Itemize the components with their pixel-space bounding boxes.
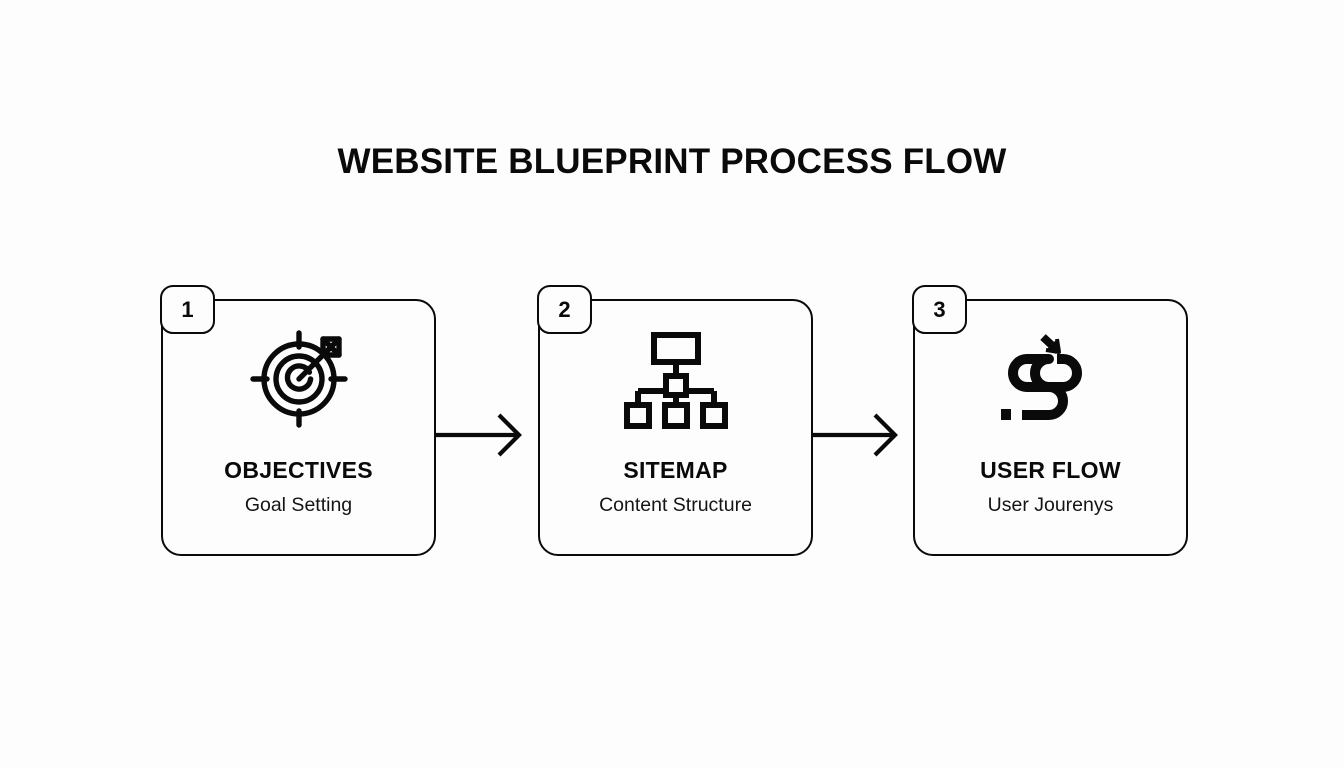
- step-number-badge: 3: [912, 285, 967, 334]
- card-title: SITEMAP: [623, 457, 728, 483]
- card-outline: [161, 299, 436, 556]
- process-step-card-3[interactable]: USER FLOW User Jourenys 3: [912, 285, 1188, 556]
- arrow-right-icon: [435, 413, 535, 457]
- step-number-badge: 1: [160, 285, 215, 334]
- card-subtitle: User Jourenys: [987, 494, 1114, 516]
- sitemap-hierarchy-icon: [623, 327, 728, 431]
- card-title: USER FLOW: [980, 457, 1121, 483]
- process-step-card-2[interactable]: SITEMAP Content Structure 2: [537, 285, 813, 556]
- target-arrow-icon: [247, 327, 351, 431]
- card-subtitle: Goal Setting: [244, 494, 353, 516]
- step-number-badge: 2: [537, 285, 592, 334]
- process-step-card-1[interactable]: OBJECTIVES Goal Setting 1: [160, 285, 436, 556]
- winding-path-arrow-icon: [997, 327, 1105, 431]
- card-content: OBJECTIVES Goal Setting: [161, 299, 436, 556]
- card-title: OBJECTIVES: [224, 457, 373, 483]
- card-outline: [538, 299, 813, 556]
- card-subtitle: Content Structure: [599, 494, 752, 516]
- arrow-right-icon: [811, 413, 911, 457]
- card-content: SITEMAP Content Structure: [538, 299, 813, 556]
- page-title: WEBSITE BLUEPRINT PROCESS FLOW: [337, 142, 1007, 181]
- card-outline: [913, 299, 1188, 556]
- card-content: USER FLOW User Jourenys: [913, 299, 1188, 556]
- process-flow-row: OBJECTIVES Goal Setting 1: [160, 285, 1188, 560]
